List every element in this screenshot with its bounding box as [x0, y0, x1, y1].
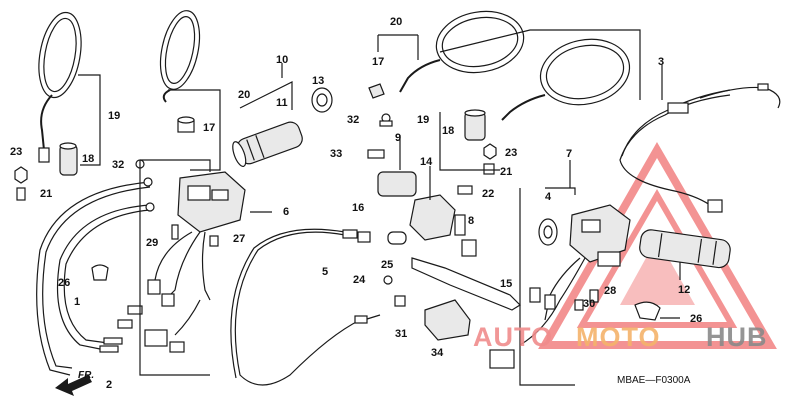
label-31: 31	[395, 328, 407, 340]
lever-cover	[424, 299, 471, 341]
label-7: 7	[566, 148, 572, 160]
left-mirror-assembly	[14, 11, 101, 201]
label-27: 27	[233, 233, 245, 245]
front-arrow-label: FR.	[78, 370, 94, 381]
label-2: 2	[106, 379, 112, 391]
label-26: 26	[58, 277, 70, 289]
label-33: 33	[330, 148, 342, 160]
label-3: 3	[658, 56, 664, 68]
label-20: 20	[238, 89, 250, 101]
left-center-mirror-assembly	[159, 10, 221, 171]
center-mirror-assembly	[368, 10, 641, 127]
label-32: 32	[112, 159, 124, 171]
label-22: 22	[482, 188, 494, 200]
label-4: 4	[545, 191, 552, 203]
label-1: 1	[74, 296, 80, 308]
label-13: 13	[312, 75, 324, 87]
clutch-cable	[230, 228, 381, 386]
label-21b: 21	[500, 166, 512, 178]
watermark-hub: HUB	[706, 322, 768, 352]
label-28: 28	[604, 285, 616, 297]
left-grip-assembly	[232, 63, 333, 168]
label-12: 12	[678, 284, 690, 296]
right-switch-housing	[489, 160, 631, 386]
left-switch-housing	[139, 159, 272, 376]
label-24: 24	[353, 274, 366, 286]
label-19b: 19	[417, 114, 429, 126]
label-21: 21	[40, 188, 52, 200]
label-10: 10	[276, 54, 288, 66]
watermark-moto: MOTO	[576, 322, 661, 352]
label-11: 11	[276, 97, 288, 109]
label-5: 5	[322, 266, 328, 278]
throttle-cable	[619, 65, 781, 213]
right-mirror-assembly	[439, 38, 631, 175]
callout-labels: 19 23 18 21 20 17 32 26 1 2 29 27 6 10 1…	[10, 16, 702, 391]
front-direction-arrow: FR.	[55, 370, 94, 396]
watermark-auto: AUTO	[473, 322, 553, 352]
label-18: 18	[82, 153, 94, 165]
diagram-code: MBAE—F0300A	[617, 375, 691, 386]
label-9: 9	[395, 132, 401, 144]
watermark-text: AUTO MOTO HUB	[473, 322, 768, 352]
label-30: 30	[583, 298, 595, 310]
label-6: 6	[283, 206, 289, 218]
label-14: 14	[420, 156, 433, 168]
right-grip	[639, 229, 731, 280]
label-16: 16	[352, 202, 364, 214]
label-20b: 20	[390, 16, 402, 28]
right-cable-clamp	[634, 301, 680, 321]
label-15: 15	[500, 278, 512, 290]
label-8: 8	[468, 215, 474, 227]
label-32b: 32	[347, 114, 359, 126]
label-23b: 23	[505, 147, 517, 159]
label-34: 34	[431, 347, 444, 359]
label-17b: 17	[372, 56, 384, 68]
label-23: 23	[10, 146, 22, 158]
brake-lever-assembly	[357, 135, 521, 311]
label-25: 25	[381, 259, 393, 271]
label-17: 17	[203, 122, 215, 134]
label-29: 29	[146, 237, 158, 249]
left-cables	[36, 159, 155, 376]
label-19: 19	[108, 110, 120, 122]
label-26b: 26	[690, 313, 702, 325]
label-18b: 18	[442, 125, 454, 137]
